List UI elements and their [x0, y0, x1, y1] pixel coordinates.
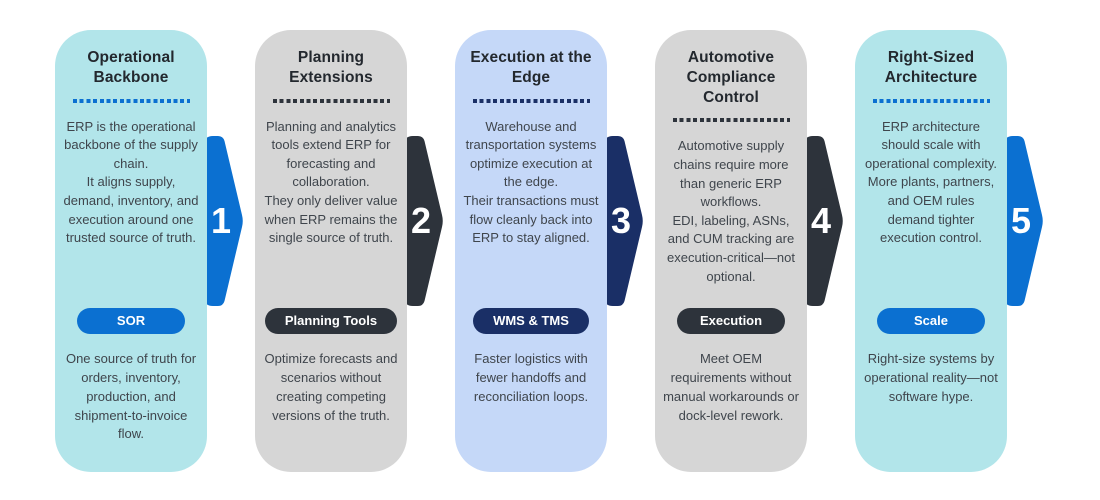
- step-description: Warehouse and transportation systems opt…: [463, 118, 599, 248]
- step-description-sentence: Automotive supply chains require more th…: [673, 138, 789, 210]
- arrow-gap: 4: [804, 30, 855, 472]
- arrow-gap: 3: [604, 30, 655, 472]
- step-title: Automotive Compliance Control: [686, 49, 776, 106]
- step-card-automotive-compliance-control: Automotive Compliance Control Automotive…: [655, 30, 807, 472]
- arrow-gap: 1: [204, 30, 255, 472]
- dotted-divider: [672, 118, 790, 123]
- step-footer: Optimize forecasts and scenarios without…: [264, 351, 398, 423]
- step-description-sentence: Warehouse and transportation systems opt…: [465, 118, 597, 190]
- step-description-sentence: EDI, labeling, ASNs, and CUM tracking ar…: [667, 212, 795, 284]
- step-number: 2: [411, 200, 431, 241]
- dotted-divider: [872, 98, 990, 103]
- step-number: 3: [611, 200, 631, 241]
- status-badge: Scale: [877, 308, 985, 334]
- arrow-gap: 5: [1004, 30, 1055, 472]
- status-badge: SOR: [77, 308, 185, 334]
- step-description-sentence: They only deliver value when ERP remains…: [264, 192, 398, 246]
- step-description-sentence: Planning and analytics tools extend ERP …: [265, 118, 397, 190]
- step-number: 1: [211, 200, 231, 241]
- step-description-sentence: More plants, partners, and OEM rules dem…: [867, 174, 995, 246]
- badge-row: Scale: [855, 308, 1007, 334]
- step-footer: Right-size systems by operational realit…: [864, 351, 998, 404]
- chevron-arrow-icon: 2: [404, 136, 443, 306]
- badge-row: Planning Tools: [255, 308, 407, 334]
- chevron-arrow-icon: 3: [604, 136, 643, 306]
- step-number: 4: [811, 200, 831, 241]
- step-description-sentence: ERP is the operational backbone of the s…: [64, 118, 198, 171]
- arrow-gap: 2: [404, 30, 455, 472]
- step-description: Automotive supply chains require more th…: [663, 137, 799, 286]
- step-description-sentence: ERP architecture should scale with opera…: [865, 118, 997, 171]
- step-footer: Meet OEM requirements without manual wor…: [663, 351, 799, 423]
- step-card-right-sized-architecture: Right-Sized Architecture ERP architectur…: [855, 30, 1007, 472]
- badge-row: SOR: [55, 308, 207, 334]
- step-description: ERP architecture should scale with opera…: [863, 118, 999, 248]
- step-footer: Faster logistics with fewer handoffs and…: [473, 351, 589, 404]
- process-diagram: Operational Backbone ERP is the operatio…: [55, 30, 1055, 472]
- step-title: Execution at the Edge: [470, 49, 592, 86]
- chevron-arrow-icon: 5: [1004, 136, 1043, 306]
- step-title: Planning Extensions: [289, 49, 373, 86]
- step-footer: One source of truth for orders, inventor…: [65, 351, 197, 442]
- chevron-arrow-icon: 4: [804, 136, 843, 306]
- status-badge: WMS & TMS: [473, 308, 589, 334]
- step-description-sentence: Their transactions must flow cleanly bac…: [463, 192, 599, 246]
- step-description: ERP is the operational backbone of the s…: [63, 118, 199, 248]
- dotted-divider: [272, 98, 390, 103]
- step-card-planning-extensions: Planning Extensions Planning and analyti…: [255, 30, 407, 472]
- status-badge: Planning Tools: [264, 308, 398, 334]
- dotted-divider: [472, 98, 590, 103]
- step-description: Planning and analytics tools extend ERP …: [263, 118, 399, 248]
- step-card-operational-backbone: Operational Backbone ERP is the operatio…: [55, 30, 207, 472]
- badge-row: WMS & TMS: [455, 308, 607, 334]
- step-description-sentence: It aligns supply, demand, inventory, and…: [63, 174, 199, 246]
- step-number: 5: [1011, 200, 1031, 241]
- step-title: Right-Sized Architecture: [884, 49, 978, 86]
- step-title: Operational Backbone: [87, 49, 175, 86]
- status-badge: Execution: [677, 308, 785, 334]
- chevron-arrow-icon: 1: [204, 136, 243, 306]
- dotted-divider: [72, 98, 190, 103]
- step-card-execution-at-the-edge: Execution at the Edge Warehouse and tran…: [455, 30, 607, 472]
- badge-row: Execution: [655, 308, 807, 334]
